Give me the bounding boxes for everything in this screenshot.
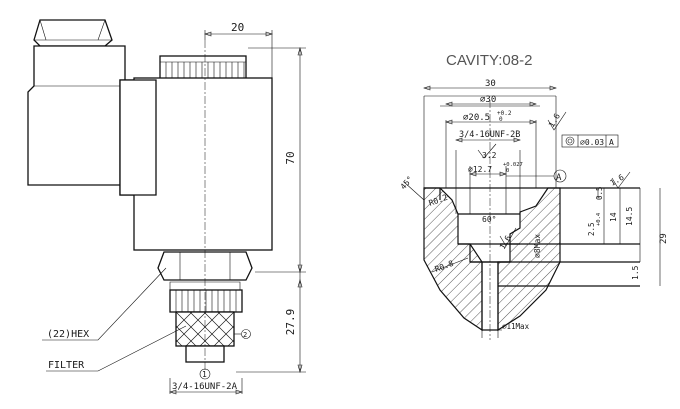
concentricity-frame	[561, 134, 619, 148]
dim-27-9-label: 27.9	[284, 309, 297, 336]
balloon-2	[241, 329, 251, 339]
svg-text:2: 2	[243, 331, 247, 339]
filter-label: FILTER	[48, 360, 85, 371]
filter-mesh	[175, 311, 235, 347]
dim-0-5: 0.5	[595, 186, 604, 200]
roughness-1-6-right: 1.6	[609, 173, 626, 188]
dim-20-label: 20	[231, 21, 244, 34]
svg-text:+0.027: +0.027	[503, 162, 523, 168]
roughness-3-2: 3.2	[482, 151, 497, 160]
dim-1-5: 1.5	[631, 265, 640, 280]
concentricity-datum: A	[609, 138, 614, 147]
cavity-section	[423, 95, 640, 340]
svg-text:1: 1	[202, 370, 207, 379]
cavity-title: CAVITY:08-2	[446, 52, 532, 69]
svg-text:+0.4: +0.4	[596, 212, 602, 226]
dim-29: 29	[659, 233, 669, 244]
dim-angle-60: 60°	[482, 215, 496, 224]
dim-70-label: 70	[284, 151, 297, 164]
dim-phi11-max: ⌀11Max	[502, 322, 530, 331]
dim-2-5: 2.5	[587, 222, 596, 236]
concentricity-value: ⌀0.03	[580, 138, 604, 147]
hex-label: (22)HEX	[47, 329, 89, 340]
balloon-1	[199, 368, 211, 380]
svg-text:0: 0	[506, 168, 509, 174]
dim-thread: 3/4-16UNF-2B	[459, 130, 520, 140]
dim-30-top: 30	[485, 79, 496, 89]
valve-assembly	[27, 19, 273, 372]
cavity-material-right	[497, 187, 561, 332]
dim-14: 14	[609, 212, 618, 222]
svg-text:+0.2: +0.2	[497, 110, 512, 117]
dim-phi30: ⌀30	[480, 95, 496, 105]
cavity-material-left	[423, 187, 483, 332]
svg-text:A: A	[556, 173, 562, 183]
valve-dimensions: 20 70 27.9 (22)HEX FILTER 1 2 3/4-16UNF-…	[42, 21, 306, 395]
dim-14-5: 14.5	[625, 207, 634, 226]
dim-phi20-5: ⌀20.5	[463, 113, 490, 123]
svg-text:0: 0	[499, 116, 503, 123]
knurl-lines	[165, 62, 245, 84]
thread-label: 3/4-16UNF-2A	[172, 382, 238, 392]
connector-plug	[27, 45, 126, 186]
dim-phi8-max: ⌀8Max	[533, 234, 542, 258]
dim-angle-45: 45°	[399, 174, 415, 191]
dim-phi12-7: ⌀12.7	[468, 165, 492, 174]
roughness-1-6-top: 1.6	[547, 112, 562, 129]
